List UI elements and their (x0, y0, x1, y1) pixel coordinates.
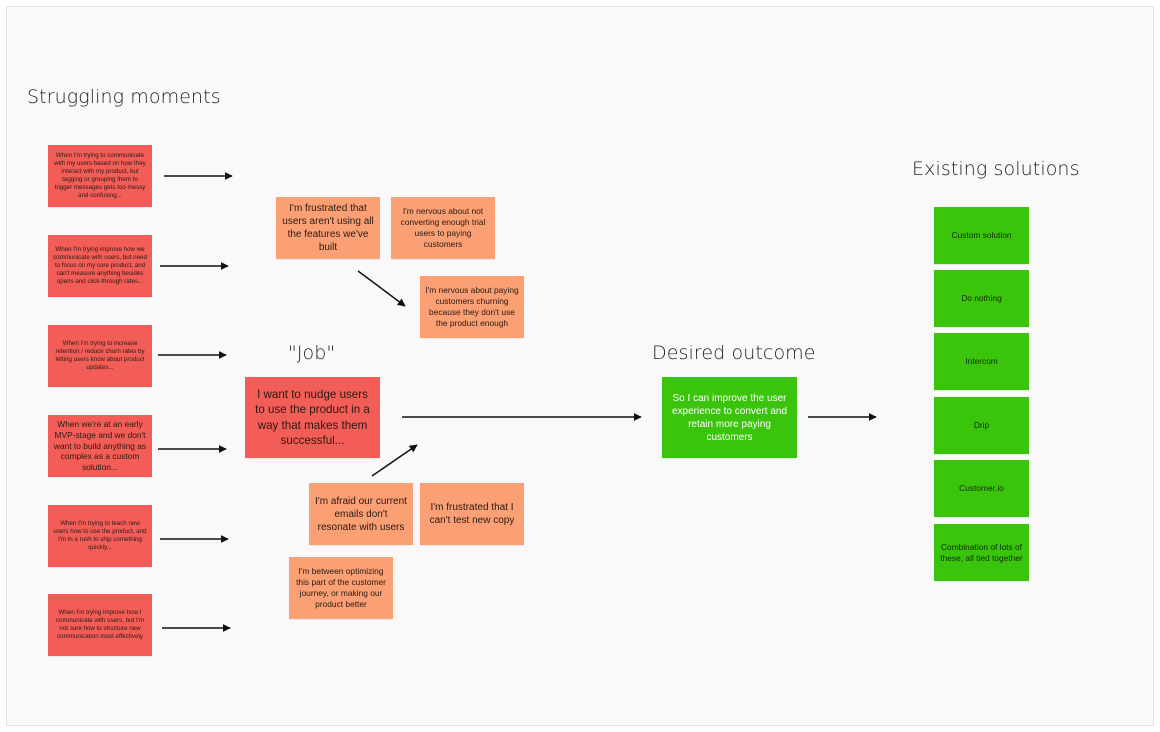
anxiety-sticky-trial[interactable]: I'm nervous about not converting enough … (391, 197, 495, 259)
solution-sticky-do-nothing[interactable]: Do nothing (934, 270, 1029, 327)
struggle-sticky-6[interactable]: When I'm trying improve how I communicat… (48, 594, 152, 656)
struggling-moments-heading: Struggling moments (27, 86, 221, 108)
solution-sticky-intercom[interactable]: Intercom (934, 333, 1029, 390)
anxiety-sticky-churn[interactable]: I'm nervous about paying customers churn… (420, 276, 524, 338)
struggle-sticky-2[interactable]: When I'm trying improve how we communica… (48, 235, 152, 297)
outcome-sticky[interactable]: So I can improve the user experience to … (662, 377, 797, 458)
job-heading: "Job" (288, 342, 336, 364)
anxiety-sticky-copy[interactable]: I'm frustrated that I can't test new cop… (420, 483, 524, 545)
job-sticky[interactable]: I want to nudge users to use the product… (245, 377, 380, 458)
solution-sticky-custom[interactable]: Custom solution (934, 207, 1029, 264)
existing-solutions-heading: Existing solutions (912, 158, 1080, 180)
anxiety-sticky-optimizing[interactable]: I'm between optimizing this part of the … (289, 557, 393, 619)
anxiety-sticky-emails[interactable]: I'm afraid our current emails don't reso… (309, 483, 413, 545)
solution-sticky-drip[interactable]: Drip (934, 397, 1029, 454)
solution-sticky-customerio[interactable]: Customer.io (934, 460, 1029, 517)
struggle-sticky-4[interactable]: When we're at an early MVP-stage and we … (48, 415, 152, 477)
desired-outcome-heading: Desired outcome (652, 342, 816, 364)
struggle-sticky-3[interactable]: When I'm trying to increase retention / … (48, 325, 152, 387)
struggle-sticky-1[interactable]: When I'm trying to communicate with my u… (48, 145, 152, 207)
anxiety-sticky-features[interactable]: I'm frustrated that users aren't using a… (276, 197, 380, 259)
solution-sticky-combination[interactable]: Combination of lots of these, all tied t… (934, 524, 1029, 581)
struggle-sticky-5[interactable]: When I'm trying to teach new users how t… (48, 505, 152, 567)
